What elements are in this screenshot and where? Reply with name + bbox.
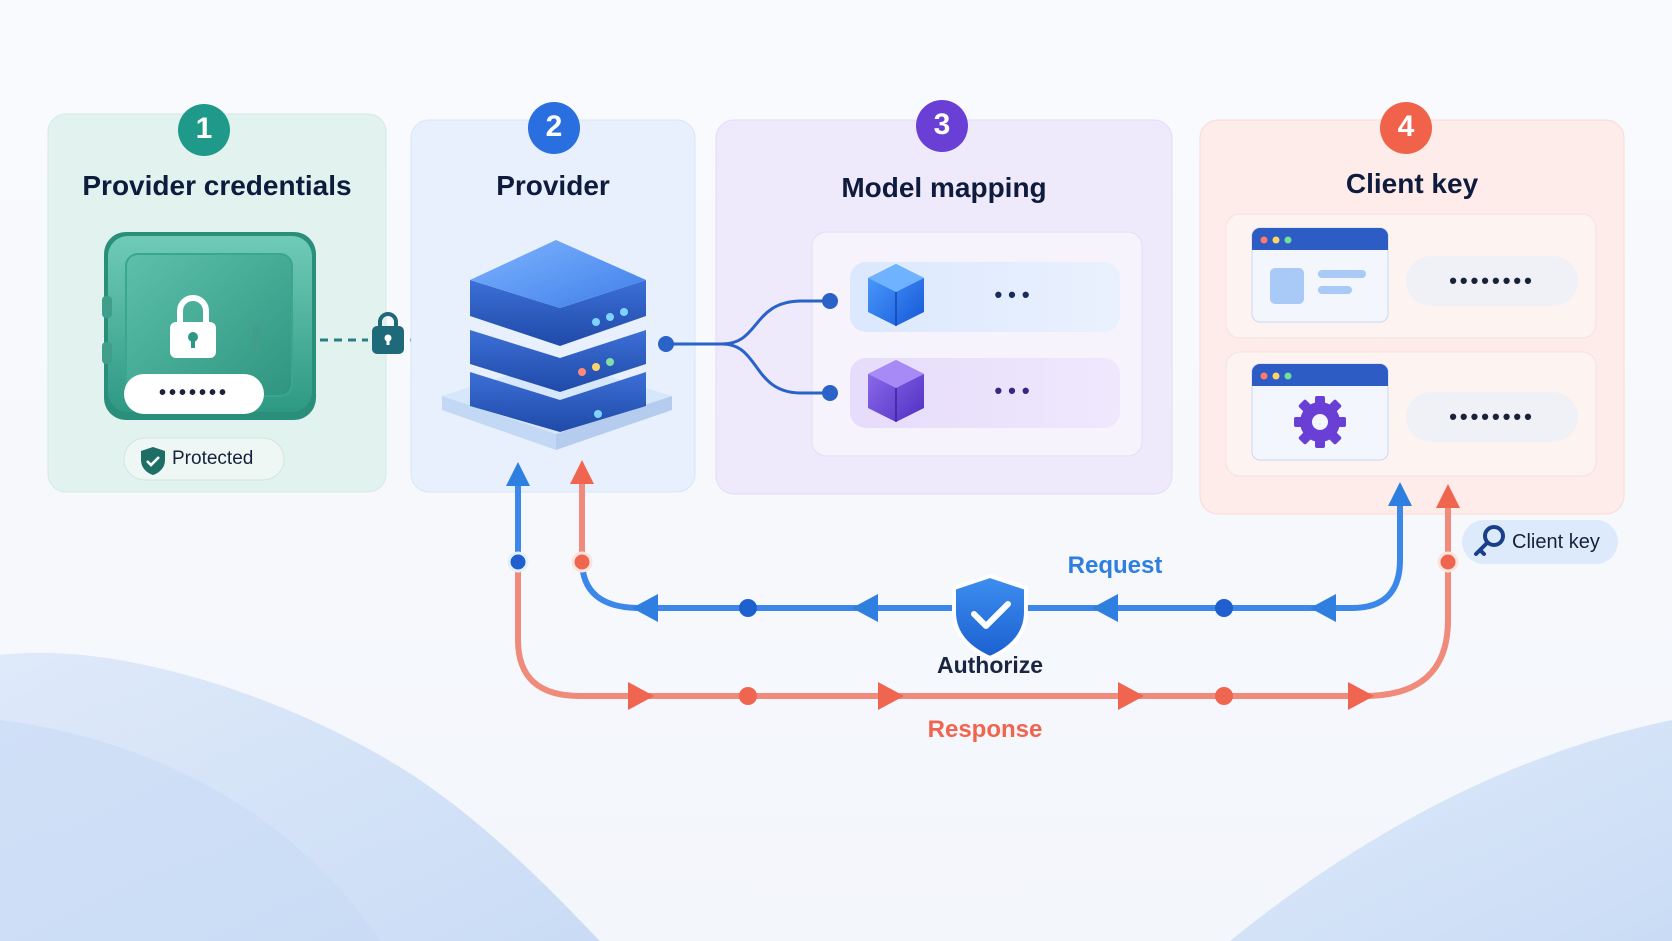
request-arrowhead-left-2 — [1092, 594, 1118, 622]
response-arrowhead-up-client — [1436, 484, 1460, 508]
step-badge-1 — [178, 104, 230, 156]
response-node-1 — [739, 687, 757, 705]
request-node-2 — [739, 599, 757, 617]
client-key-field-2 — [1406, 392, 1578, 442]
protected-badge — [123, 437, 285, 481]
shield-check-icon — [952, 573, 1028, 661]
client-key-field-1 — [1406, 256, 1578, 306]
request-arrowhead-left-3 — [852, 594, 878, 622]
background-wave-left-2 — [0, 720, 380, 941]
panel-title-provider: Provider — [496, 170, 610, 201]
cube-icon — [868, 264, 924, 326]
credentials-secret-mask: ••••••• — [158, 382, 229, 404]
response-arrowhead-right-3 — [1118, 682, 1144, 710]
mapping-connector-dot-bottom — [822, 385, 838, 401]
cube-icon-purple — [868, 360, 924, 422]
client-key-mask-1: •••••••• — [1449, 268, 1535, 293]
provider-response-uplink-head — [570, 460, 594, 484]
request-node-1 — [1215, 599, 1233, 617]
step-badge-3 — [916, 100, 968, 152]
panel-title-model-mapping: Model mapping — [841, 172, 1047, 203]
secret-field — [124, 374, 264, 414]
browser-window-icon — [1251, 227, 1389, 323]
panel-title-provider-credentials: Provider credentials — [82, 170, 352, 201]
mapping-connector — [666, 299, 832, 395]
mapping-row-1-dots: ••• — [994, 282, 1036, 307]
response-label: Response — [927, 716, 1043, 743]
response-arrowhead-right-1 — [628, 682, 654, 710]
provider-node-red — [571, 551, 593, 573]
mapping-connector-dot-top — [822, 293, 838, 309]
request-arrowhead-left-4 — [632, 594, 658, 622]
step-badge-4 — [1380, 102, 1432, 154]
shield-small-icon — [141, 447, 165, 475]
client-key-mask-2: •••••••• — [1449, 404, 1535, 429]
key-icon — [1474, 525, 1505, 556]
lock-icon — [170, 295, 216, 358]
protected-label: Protected — [172, 448, 254, 469]
response-node-2 — [1215, 687, 1233, 705]
step-2-number: 2 — [545, 110, 563, 143]
request-arrowhead-left-1 — [1310, 594, 1336, 622]
step-badge-2 — [528, 102, 580, 154]
request-label: Request — [1067, 552, 1163, 579]
authorize-label: Authorize — [936, 652, 1044, 678]
step-3-number: 3 — [933, 108, 951, 141]
client-node-red — [1437, 551, 1459, 573]
transit-lock-icon — [372, 312, 404, 354]
background-wave-right — [1230, 720, 1672, 941]
gear-icon — [1294, 396, 1346, 448]
response-arrowhead-right-4 — [1348, 682, 1374, 710]
panel-title-client-key: Client key — [1345, 168, 1479, 199]
server-icon — [442, 240, 672, 450]
response-arrowhead-right-2 — [878, 682, 904, 710]
provider-request-uplink-head — [506, 462, 530, 486]
mapping-connector-dot-start — [658, 336, 674, 352]
client-key-tag-label: Client key — [1512, 531, 1600, 553]
step-1-number: 1 — [195, 112, 213, 145]
mapping-row-2-dots: ••• — [994, 378, 1036, 403]
request-arrowhead-up-client — [1388, 482, 1412, 506]
step-4-number: 4 — [1397, 110, 1415, 143]
provider-node-blue — [507, 551, 529, 573]
